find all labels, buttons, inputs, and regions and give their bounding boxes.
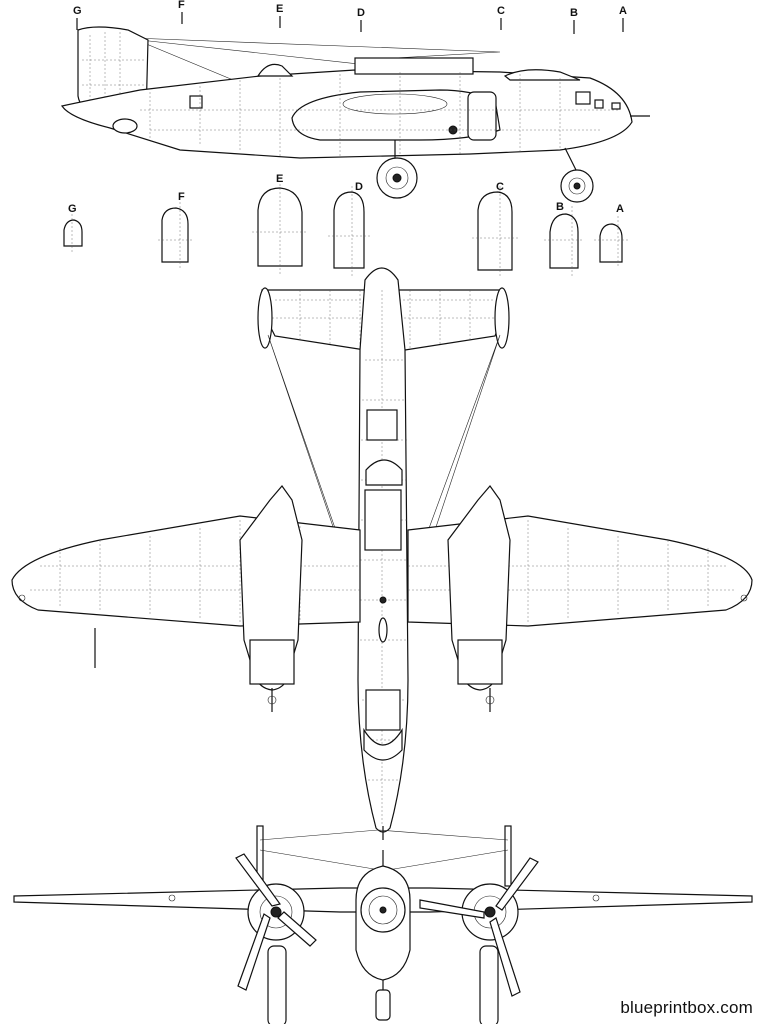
front-view: [13, 825, 753, 1024]
top-view: [11, 267, 753, 840]
section-label-b: B: [570, 7, 578, 19]
cut-label-b: B: [556, 201, 564, 213]
cut-label-e: E: [276, 173, 283, 185]
cut-label-a: A: [616, 203, 624, 215]
side-view: [61, 26, 650, 203]
section-label-c: C: [497, 5, 505, 17]
section-label-e: E: [276, 3, 283, 15]
section-markers-top: G F E D C B A: [73, 0, 627, 34]
section-label-a: A: [619, 5, 627, 17]
section-label-g: G: [73, 5, 82, 17]
cut-label-d: D: [355, 181, 363, 193]
cut-label-f: F: [178, 191, 185, 203]
section-label-f: F: [178, 0, 185, 11]
cut-label-g: G: [68, 203, 77, 215]
watermark: blueprintbox.com: [620, 998, 753, 1017]
section-cuts: G F E D C B A: [63, 173, 628, 278]
section-label-d: D: [357, 7, 365, 19]
